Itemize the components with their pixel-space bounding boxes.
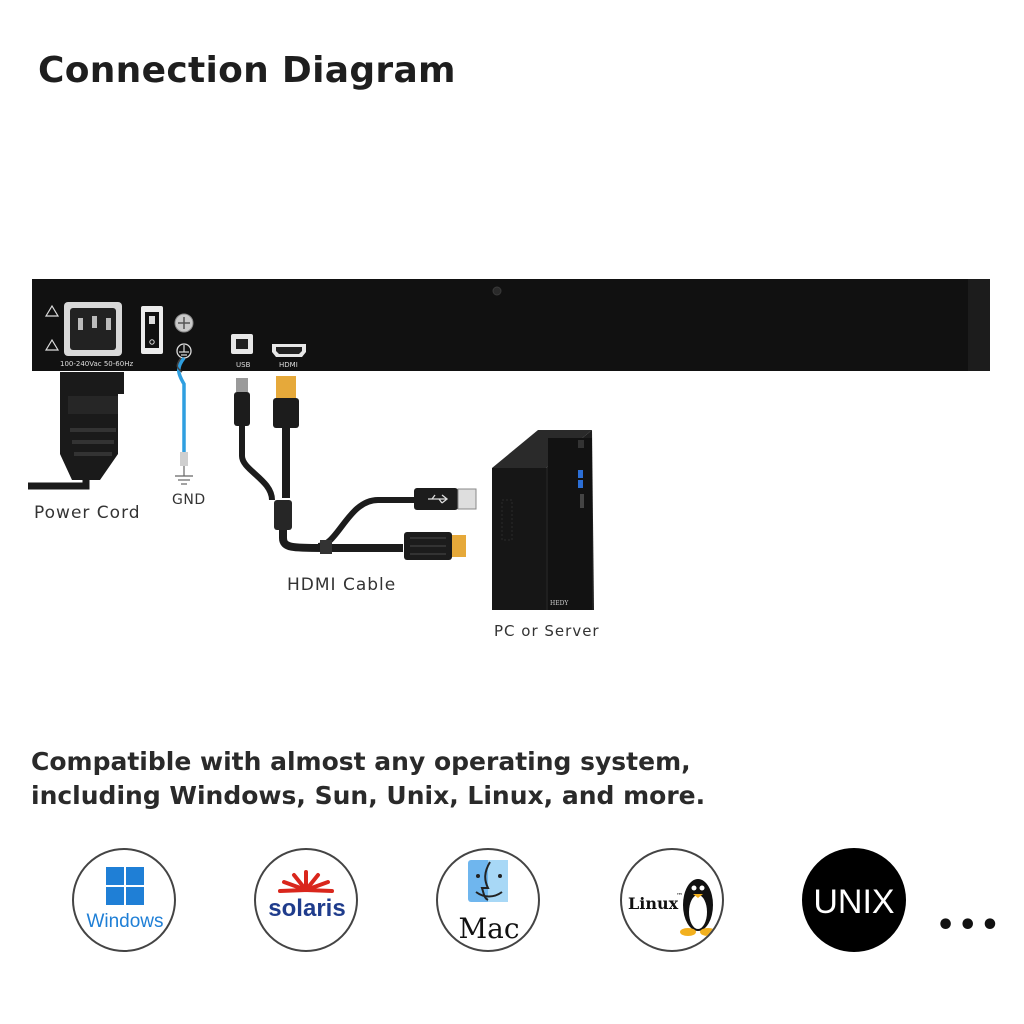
hdmi-cable xyxy=(234,376,477,560)
linux-trademark: ™ xyxy=(676,892,683,900)
compatibility-line-1: Compatible with almost any operating sys… xyxy=(31,747,691,776)
hdmi-port xyxy=(272,344,306,357)
hdmi-cable-label: HDMI Cable xyxy=(287,575,397,595)
solaris-wordmark: solaris xyxy=(268,895,345,922)
linux-wordmark: Linux xyxy=(628,894,679,913)
more-os-ellipsis: ••• xyxy=(936,908,1003,943)
ground-terminal xyxy=(174,313,194,359)
windows-logo: Windows xyxy=(72,848,176,952)
usb-port-label: USB xyxy=(236,361,251,369)
power-switch xyxy=(141,306,163,354)
linux-tux-icon: Linux ™ xyxy=(628,879,716,936)
connection-diagram: 100-240Vac 50-60Hz USB HDM xyxy=(28,279,990,610)
power-cord xyxy=(28,372,124,490)
windows-wordmark: Windows xyxy=(86,911,163,932)
ground-wire xyxy=(175,356,193,485)
warning-icon xyxy=(44,304,60,351)
pc-brand-label: HEDY xyxy=(550,600,569,607)
mac-finder-icon: Mac xyxy=(458,860,520,945)
device-rear-panel: 100-240Vac 50-60Hz USB HDM xyxy=(32,279,990,371)
power-rating-label: 100-240Vac 50-60Hz xyxy=(60,360,133,368)
linux-logo: Linux ™ xyxy=(620,848,724,952)
windows-icon: Windows xyxy=(86,867,164,932)
unix-wordmark: UNIX xyxy=(813,883,894,921)
compatibility-text: Compatible with almost any operating sys… xyxy=(31,745,705,813)
solaris-logo: solaris xyxy=(254,848,358,952)
mac-logo: Mac xyxy=(436,848,540,952)
hdmi-port-label: HDMI xyxy=(279,361,298,369)
unix-badge-icon: UNIX xyxy=(813,883,894,921)
usb-port xyxy=(231,334,253,354)
power-inlet xyxy=(64,302,122,356)
pc-tower: HEDY xyxy=(492,430,594,610)
mac-wordmark: Mac xyxy=(458,912,519,945)
compatibility-line-2: including Windows, Sun, Unix, Linux, and… xyxy=(31,781,706,810)
unix-logo: UNIX xyxy=(802,848,906,952)
gnd-label: GND xyxy=(172,492,206,508)
pc-label: PC or Server xyxy=(494,622,600,640)
power-cord-label: Power Cord xyxy=(34,503,141,523)
solaris-icon: solaris xyxy=(268,870,346,922)
page-title: Connection Diagram xyxy=(38,50,456,91)
